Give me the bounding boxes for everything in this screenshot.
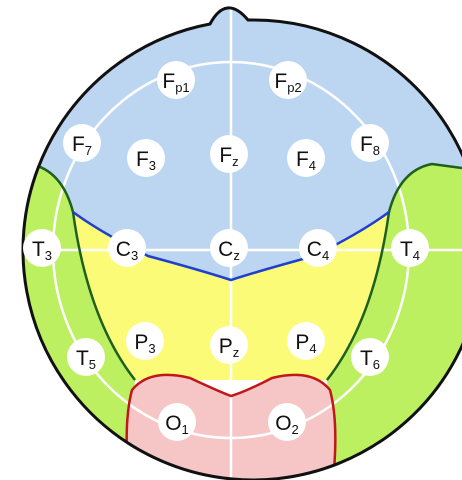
svg-text:P3: P3 [134,331,155,356]
electrode-t5: T5 [67,338,105,376]
svg-text:Fp2: Fp2 [274,70,301,95]
svg-text:O2: O2 [275,412,299,437]
electrode-cz: Cz [210,229,248,267]
electrode-p4: P4 [287,322,325,360]
svg-text:T5: T5 [76,347,96,372]
electrode-p3: P3 [126,322,164,360]
electrode-c3: C3 [108,229,146,267]
electrode-t3: T3 [23,229,61,267]
border-temporal-left [22,162,136,381]
electrode-pz: Pz [210,326,248,364]
svg-text:F7: F7 [72,133,92,158]
electrode-o2: O2 [268,403,306,441]
electrode-f7: F7 [63,124,101,162]
head-outline [21,6,462,480]
svg-text:Fz: Fz [219,144,238,169]
svg-text:F3: F3 [136,148,156,173]
svg-text:Pz: Pz [219,335,240,360]
border-occipital [125,373,337,471]
svg-text:Fp1: Fp1 [162,70,189,95]
svg-text:T3: T3 [32,238,52,263]
electrode-fp1: Fp1 [157,61,195,99]
svg-text:Cz: Cz [218,238,240,263]
svg-text:P4: P4 [295,331,316,356]
svg-text:C4: C4 [307,238,329,263]
electrode-f3: F3 [127,139,165,177]
svg-text:F4: F4 [296,148,316,173]
electrode-t4: T4 [391,229,429,267]
electrode-f8: F8 [351,124,389,162]
border-temporal-right [326,162,462,381]
svg-text:O1: O1 [165,412,189,437]
electrode-t6: T6 [351,338,389,376]
electrode-fp2: Fp2 [269,61,307,99]
svg-text:F8: F8 [360,133,380,158]
svg-text:C3: C3 [116,238,138,263]
svg-text:T4: T4 [400,238,420,263]
electrode-fz: Fz [210,135,248,173]
electrode-f4: F4 [287,139,325,177]
electrode-c4: C4 [299,229,337,267]
electrodes: Fp1 Fp2 F7 F3 Fz [23,61,429,441]
svg-text:T6: T6 [360,347,380,372]
electrode-o1: O1 [158,403,196,441]
